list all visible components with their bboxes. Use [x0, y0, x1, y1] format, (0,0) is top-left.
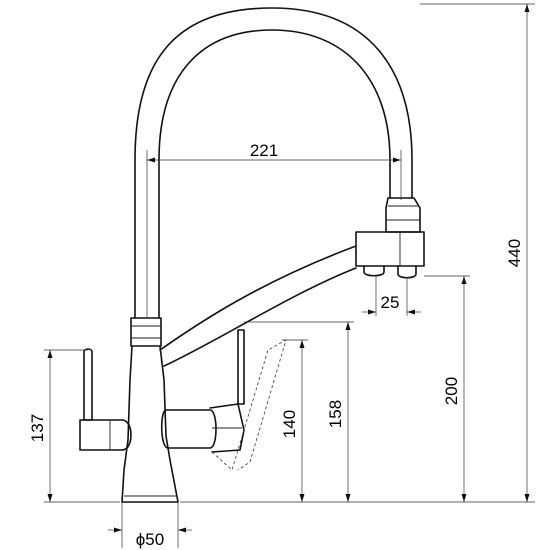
dim-phi50-label: ϕ50 [136, 530, 164, 549]
dim-221-label: 221 [250, 141, 278, 160]
dimension-lines [44, 3, 535, 548]
gooseneck-spout [134, 7, 421, 319]
mixer-lever [160, 329, 287, 471]
filter-handle [79, 348, 132, 451]
faucet-body [121, 317, 179, 503]
dim-137-label: 137 [28, 414, 47, 442]
dim-158-label: 158 [326, 400, 345, 428]
filter-spout-arm [159, 231, 425, 367]
dim-25-label: 25 [381, 293, 400, 312]
dim-140-label: 140 [280, 410, 299, 438]
dim-440-label: 440 [505, 239, 524, 267]
dim-200-label: 200 [442, 377, 461, 405]
